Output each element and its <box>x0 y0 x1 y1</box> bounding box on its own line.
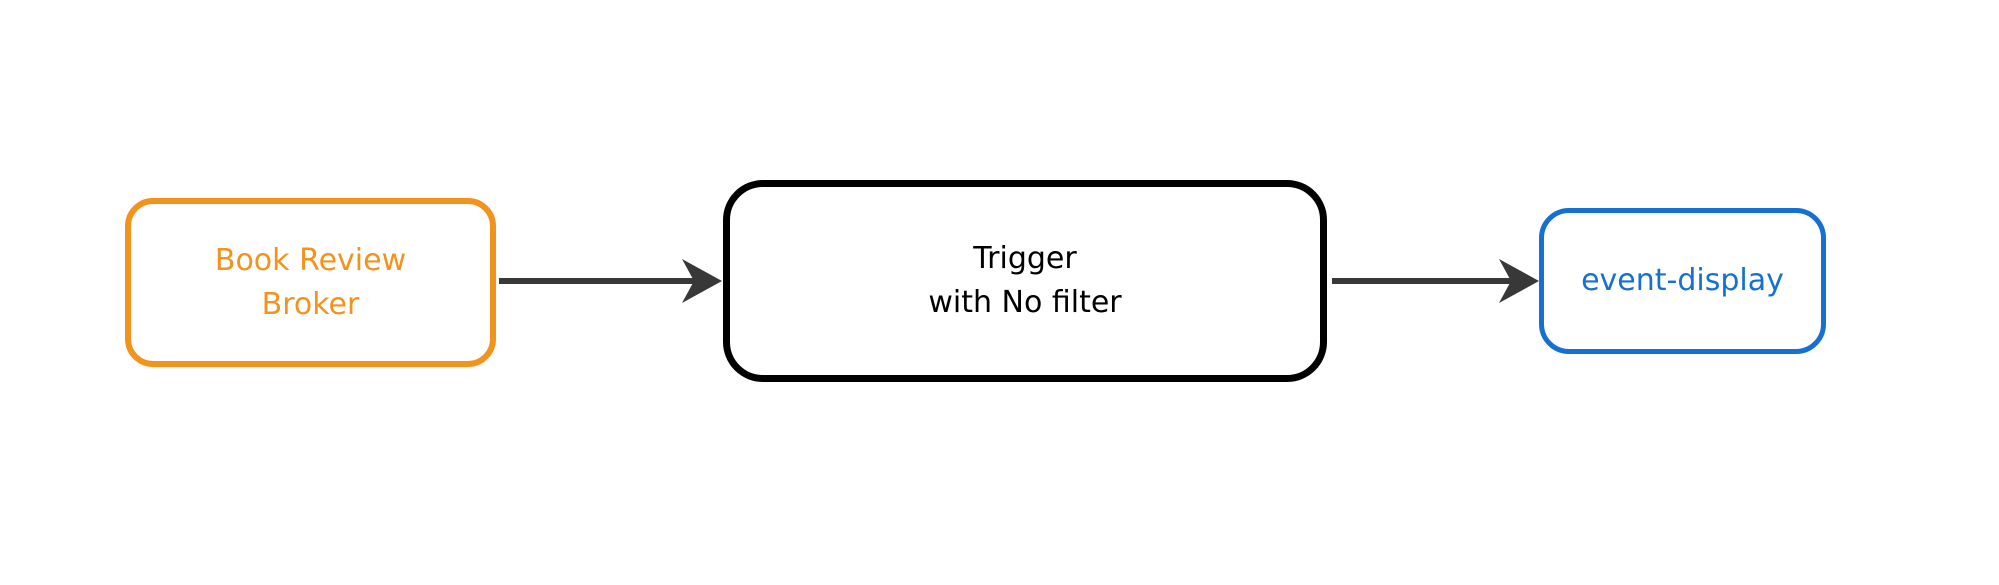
node-trigger-with-no-filter: Trigger with No filter <box>723 180 1327 382</box>
arrow-broker-to-trigger <box>499 259 722 303</box>
node-event-display: event-display <box>1539 208 1826 354</box>
arrowhead-icon <box>1499 259 1539 303</box>
node-book-review-broker-label-line1: Book Review <box>214 242 407 278</box>
node-trigger-label-line2: with No filter <box>928 285 1122 320</box>
arrowhead-icon <box>682 259 722 303</box>
node-event-display-label: event-display <box>1581 263 1784 298</box>
arrow-trigger-to-event-display <box>1332 259 1539 303</box>
node-trigger-label-line1: Trigger <box>973 241 1077 276</box>
node-book-review-broker-label-line2: Broker <box>261 286 360 322</box>
node-book-review-broker: Book Review Broker <box>125 198 496 367</box>
